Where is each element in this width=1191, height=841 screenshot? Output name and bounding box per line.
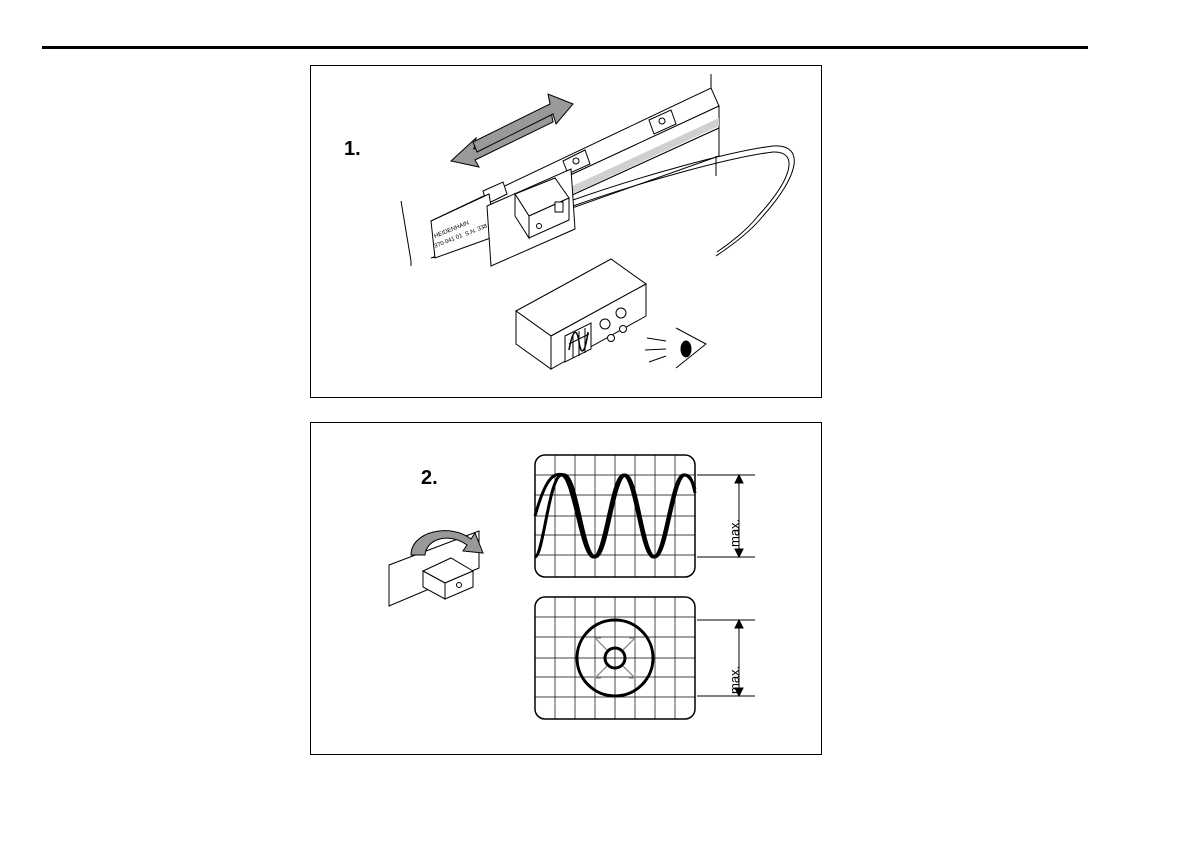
figure-panel-1: HEIDENHAIN 370 041 01 S.N. 338 (310, 65, 822, 398)
eye-icon (645, 328, 706, 368)
header-rule (42, 46, 1088, 49)
amplitude-dimension-bottom (697, 620, 755, 696)
scale-label-plate: HEIDENHAIN 370 041 01 S.N. 338 (431, 194, 496, 258)
max-amplitude-label-top: max. (727, 519, 742, 547)
signal-adjustment-illustration (311, 423, 823, 756)
double-arrow-icon (451, 94, 573, 167)
amplitude-dimension-top (697, 475, 755, 557)
figure-panel-2: 2. max. max. (310, 422, 822, 755)
step-label-1: 1. (344, 138, 361, 161)
oscilloscope (516, 259, 646, 369)
max-amplitude-label-bottom: max. (727, 666, 742, 694)
scale-scan-illustration: HEIDENHAIN 370 041 01 S.N. 338 (311, 66, 823, 399)
scope-screen-sine (535, 455, 695, 577)
step-label-2: 2. (421, 467, 438, 490)
scope-screen-lissajous (535, 597, 695, 719)
